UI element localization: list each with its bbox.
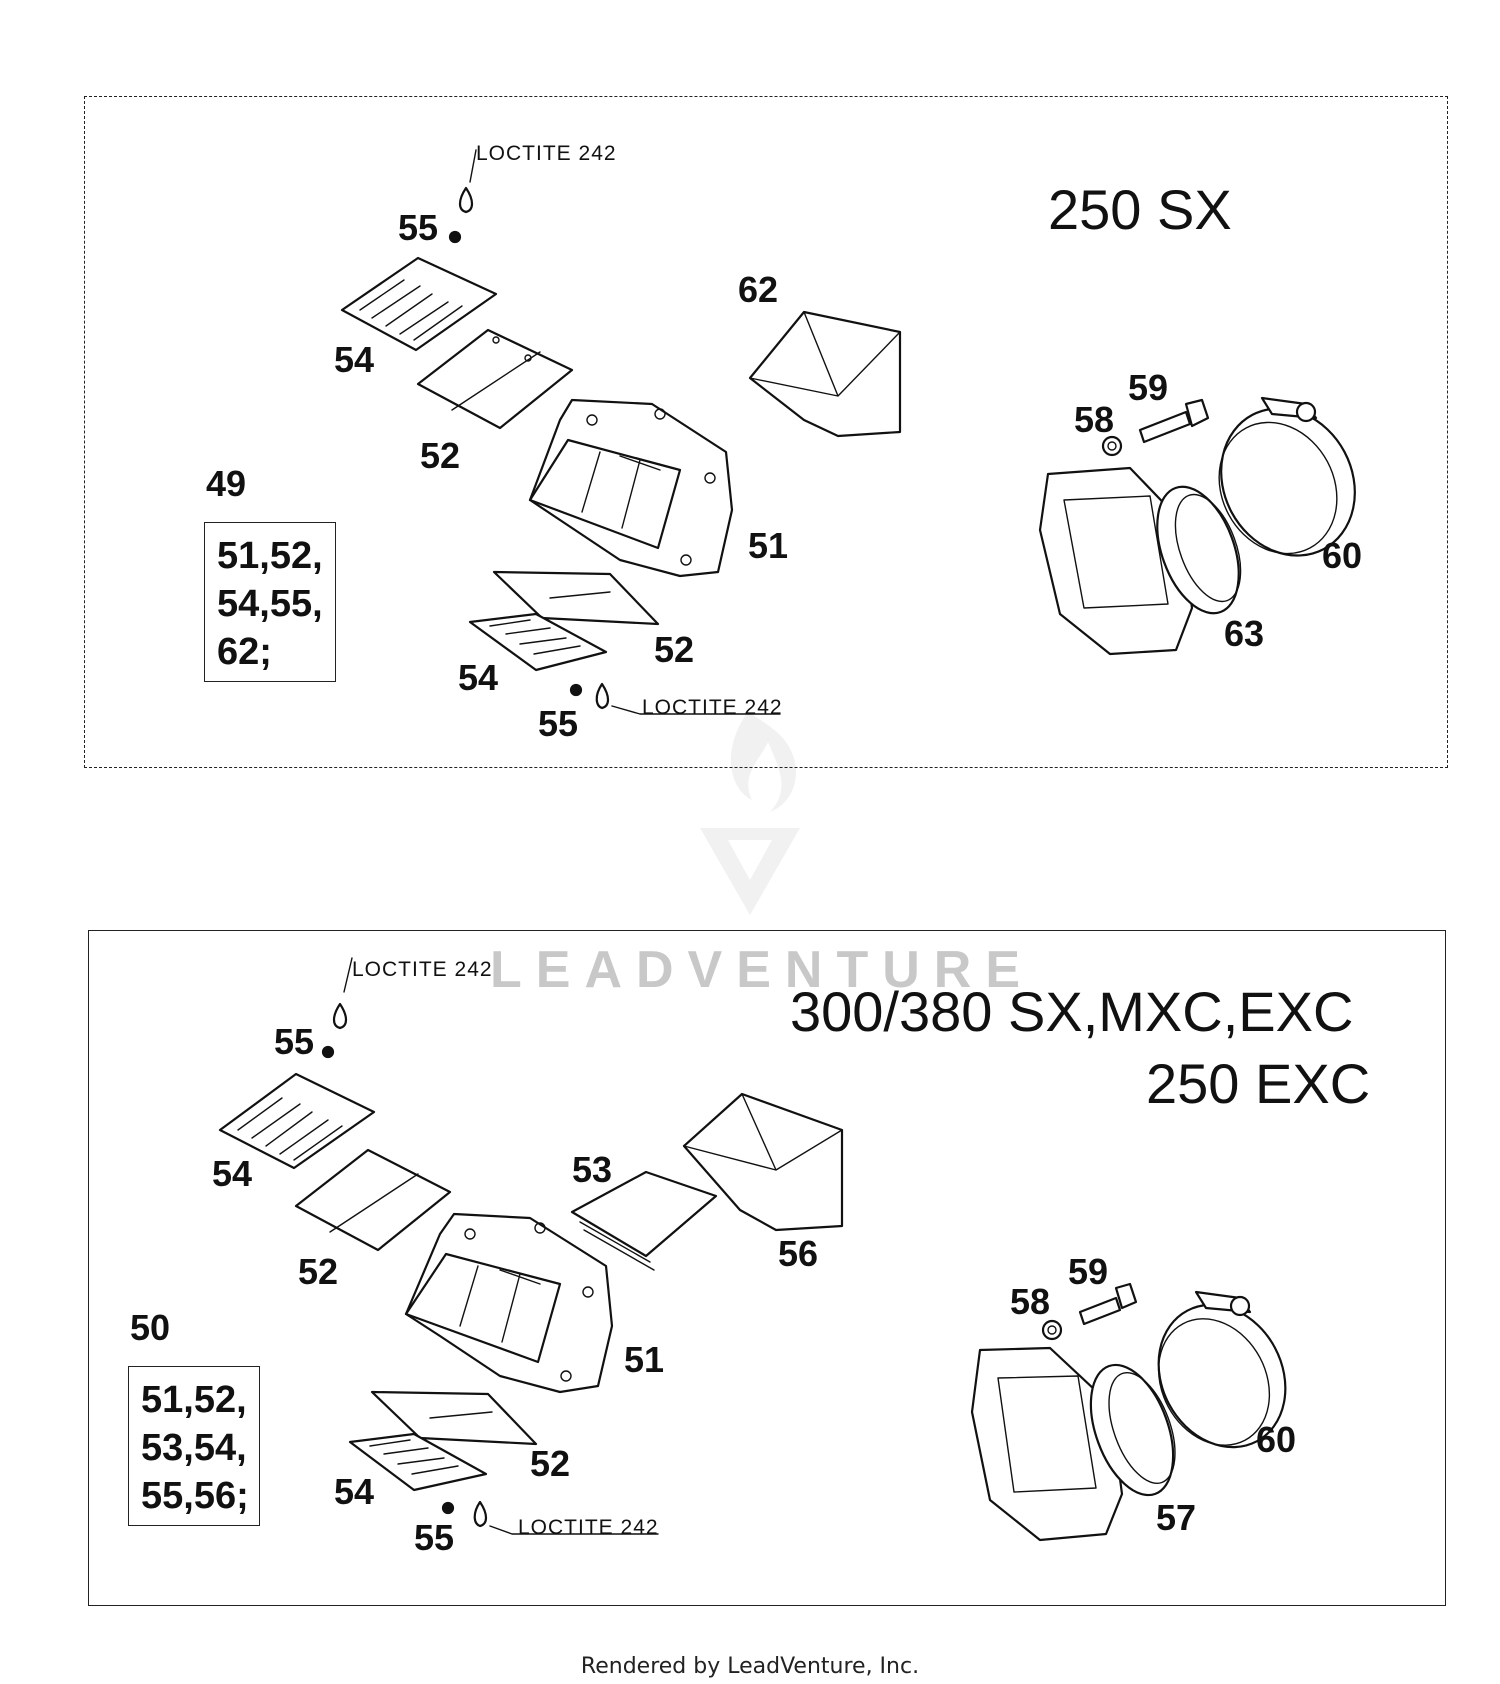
callout-55-upper: 55 [398, 207, 439, 248]
reed-stopper-plate-lower [348, 1432, 488, 1492]
callout-59: 59 [1068, 1251, 1109, 1292]
reed-petal-lower [492, 570, 660, 626]
callout-57: 57 [1156, 1497, 1197, 1538]
reed-stopper-plate-lower [468, 612, 608, 672]
kit-line: 51,52, [141, 1379, 247, 1421]
callout-51: 51 [624, 1339, 665, 1380]
bolt-59 [1138, 398, 1210, 444]
footer-credit: Rendered by LeadVenture, Inc. [580, 1654, 920, 1679]
callout-52-upper: 52 [298, 1251, 339, 1292]
screw-55 [448, 230, 462, 244]
screw-55 [321, 1045, 335, 1059]
kit-number-49: 49 [206, 463, 247, 504]
reed-petal-lower [370, 1390, 538, 1446]
kit-contents-box-50: 51,52, 53,54, 55,56; [128, 1366, 260, 1526]
reed-valve-block [528, 398, 734, 578]
screw-55-lower [441, 1501, 455, 1515]
loctite-leader-line [469, 149, 477, 183]
kit-line: 53,54, [141, 1427, 247, 1469]
leadventure-watermark-logo [700, 712, 800, 915]
callout-55-lower: 55 [414, 1517, 455, 1558]
reed-stopper-plate-upper [340, 256, 498, 352]
screw-55-lower [569, 683, 583, 697]
callout-63: 63 [1224, 613, 1265, 654]
loctite-drop-lower [473, 1500, 488, 1528]
loctite-label-lower: LOCTITE 242 [518, 1516, 659, 1539]
callout-54-upper: 54 [212, 1153, 253, 1194]
callout-53: 53 [572, 1149, 613, 1190]
model-label-250sx: 250 SX [1048, 178, 1232, 241]
callout-54-upper: 54 [334, 339, 375, 380]
top-parts-drawing [340, 149, 1356, 715]
kit-line: 51,52, [217, 535, 323, 577]
loctite-drop-lower [595, 682, 610, 710]
callout-51: 51 [748, 525, 789, 566]
reed-valve-block [404, 1212, 614, 1394]
loctite-label-upper: LOCTITE 242 [476, 142, 617, 165]
model-label-300-380: 300/380 SX,MXC,EXC [790, 980, 1354, 1043]
kit-number-50: 50 [130, 1307, 171, 1348]
loctite-drop [332, 1002, 348, 1030]
callout-55-upper: 55 [274, 1021, 315, 1062]
reed-petal-upper [416, 328, 574, 430]
callout-52-upper: 52 [420, 435, 461, 476]
callout-52-lower: 52 [530, 1443, 571, 1484]
callout-60: 60 [1322, 535, 1363, 576]
callout-60: 60 [1256, 1419, 1297, 1460]
washer-58 [1101, 435, 1123, 457]
callout-54-lower: 54 [458, 657, 499, 698]
loctite-label-lower: LOCTITE 242 [642, 696, 783, 719]
hose-clamp-60 [1157, 1290, 1287, 1449]
diagram-panel-300-380 [88, 930, 1446, 1606]
kit-line: 55,56; [141, 1475, 249, 1517]
callout-54-lower: 54 [334, 1471, 375, 1512]
reed-spacer-53 [570, 1170, 718, 1271]
bolt-59 [1078, 1282, 1138, 1326]
callout-55-lower: 55 [538, 703, 579, 744]
loctite-label-upper: LOCTITE 242 [352, 958, 493, 981]
kit-line: 62; [217, 631, 272, 673]
reed-stopper-plate-upper [218, 1072, 376, 1170]
callout-58: 58 [1010, 1281, 1051, 1322]
callout-59: 59 [1128, 367, 1169, 408]
kit-line: 54,55, [217, 583, 323, 625]
washer-58 [1041, 1319, 1063, 1341]
watermark-text: LEADVENTURE [490, 941, 1035, 999]
reed-petal-upper [294, 1148, 452, 1252]
intake-flange-57 [970, 1346, 1176, 1542]
kit-contents-box-49: 51,52, 54,55, 62; [204, 522, 336, 682]
spacer-56 [682, 1092, 844, 1232]
loctite-drop [458, 186, 474, 214]
model-label-250exc: 250 EXC [1146, 1052, 1371, 1115]
intake-flange-63 [1038, 466, 1242, 656]
callout-56: 56 [778, 1233, 819, 1274]
callout-62: 62 [738, 269, 779, 310]
reed-spacer-62 [748, 310, 902, 438]
diagram-panel-250sx [84, 96, 1448, 768]
hose-clamp-60 [1218, 396, 1356, 557]
callout-52-lower: 52 [654, 629, 695, 670]
callout-58: 58 [1074, 399, 1115, 440]
